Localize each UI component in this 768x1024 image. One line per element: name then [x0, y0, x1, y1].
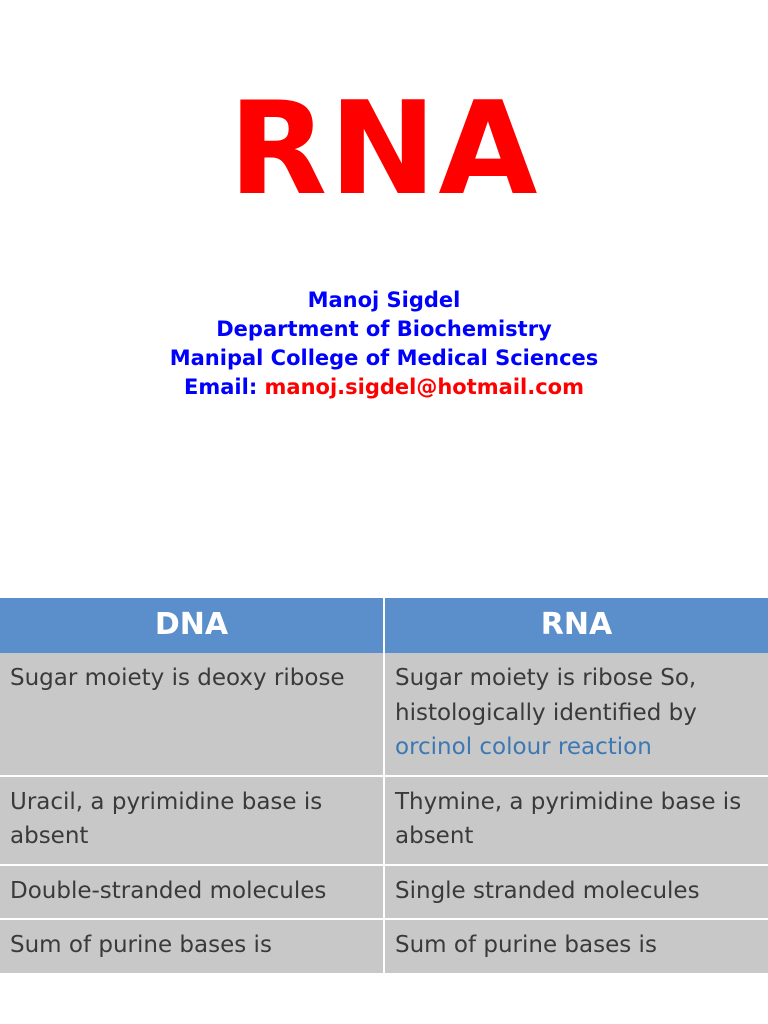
cell-dna: Sugar moiety is deoxy ribose	[0, 653, 385, 777]
column-header-dna: DNA	[0, 598, 385, 653]
cell-rna: Sugar moiety is ribose So, histologicall…	[384, 653, 768, 777]
dna-rna-comparison-table: DNA RNA Sugar moiety is deoxy ribose Sug…	[0, 598, 768, 975]
email-address[interactable]: manoj.sigdel@hotmail.com	[264, 374, 584, 399]
cell-dna: Uracil, a pyrimidine base is absent	[0, 775, 385, 866]
author-institution: Manipal College of Medical Sciences	[169, 345, 599, 370]
cell-rna-highlight: orcinol colour reaction	[395, 734, 652, 760]
email-label: Email:	[184, 374, 258, 399]
cell-dna: Sum of purine bases is	[0, 919, 385, 975]
author-department: Department of Biochemistry	[216, 316, 552, 341]
cell-dna: Double-stranded molecules	[0, 864, 385, 920]
author-block: Manoj Sigdel Department of Biochemistry …	[0, 286, 768, 402]
author-name: Manoj Sigdel	[307, 288, 461, 312]
page-title: RNA	[228, 75, 540, 224]
slide-body: RNA Manoj Sigdel Department of Biochemis…	[0, 0, 768, 975]
table-row: Sum of purine bases is Sum of purine bas…	[0, 919, 768, 975]
cell-rna-text: Sugar moiety is ribose So, histologicall…	[395, 665, 697, 726]
cell-rna: Sum of purine bases is	[384, 919, 768, 975]
column-header-rna: RNA	[384, 598, 768, 653]
table-header-row: DNA RNA	[0, 598, 768, 653]
cell-rna: Thymine, a pyrimidine base is absent	[384, 775, 768, 866]
author-email-line: Email: manoj.sigdel@hotmail.com	[0, 373, 768, 402]
table-row: Sugar moiety is deoxy ribose Sugar moiet…	[0, 653, 768, 777]
table-row: Double-stranded molecules Single strande…	[0, 864, 768, 920]
cell-rna: Single stranded molecules	[384, 864, 768, 920]
table-row: Uracil, a pyrimidine base is absent Thym…	[0, 775, 768, 866]
